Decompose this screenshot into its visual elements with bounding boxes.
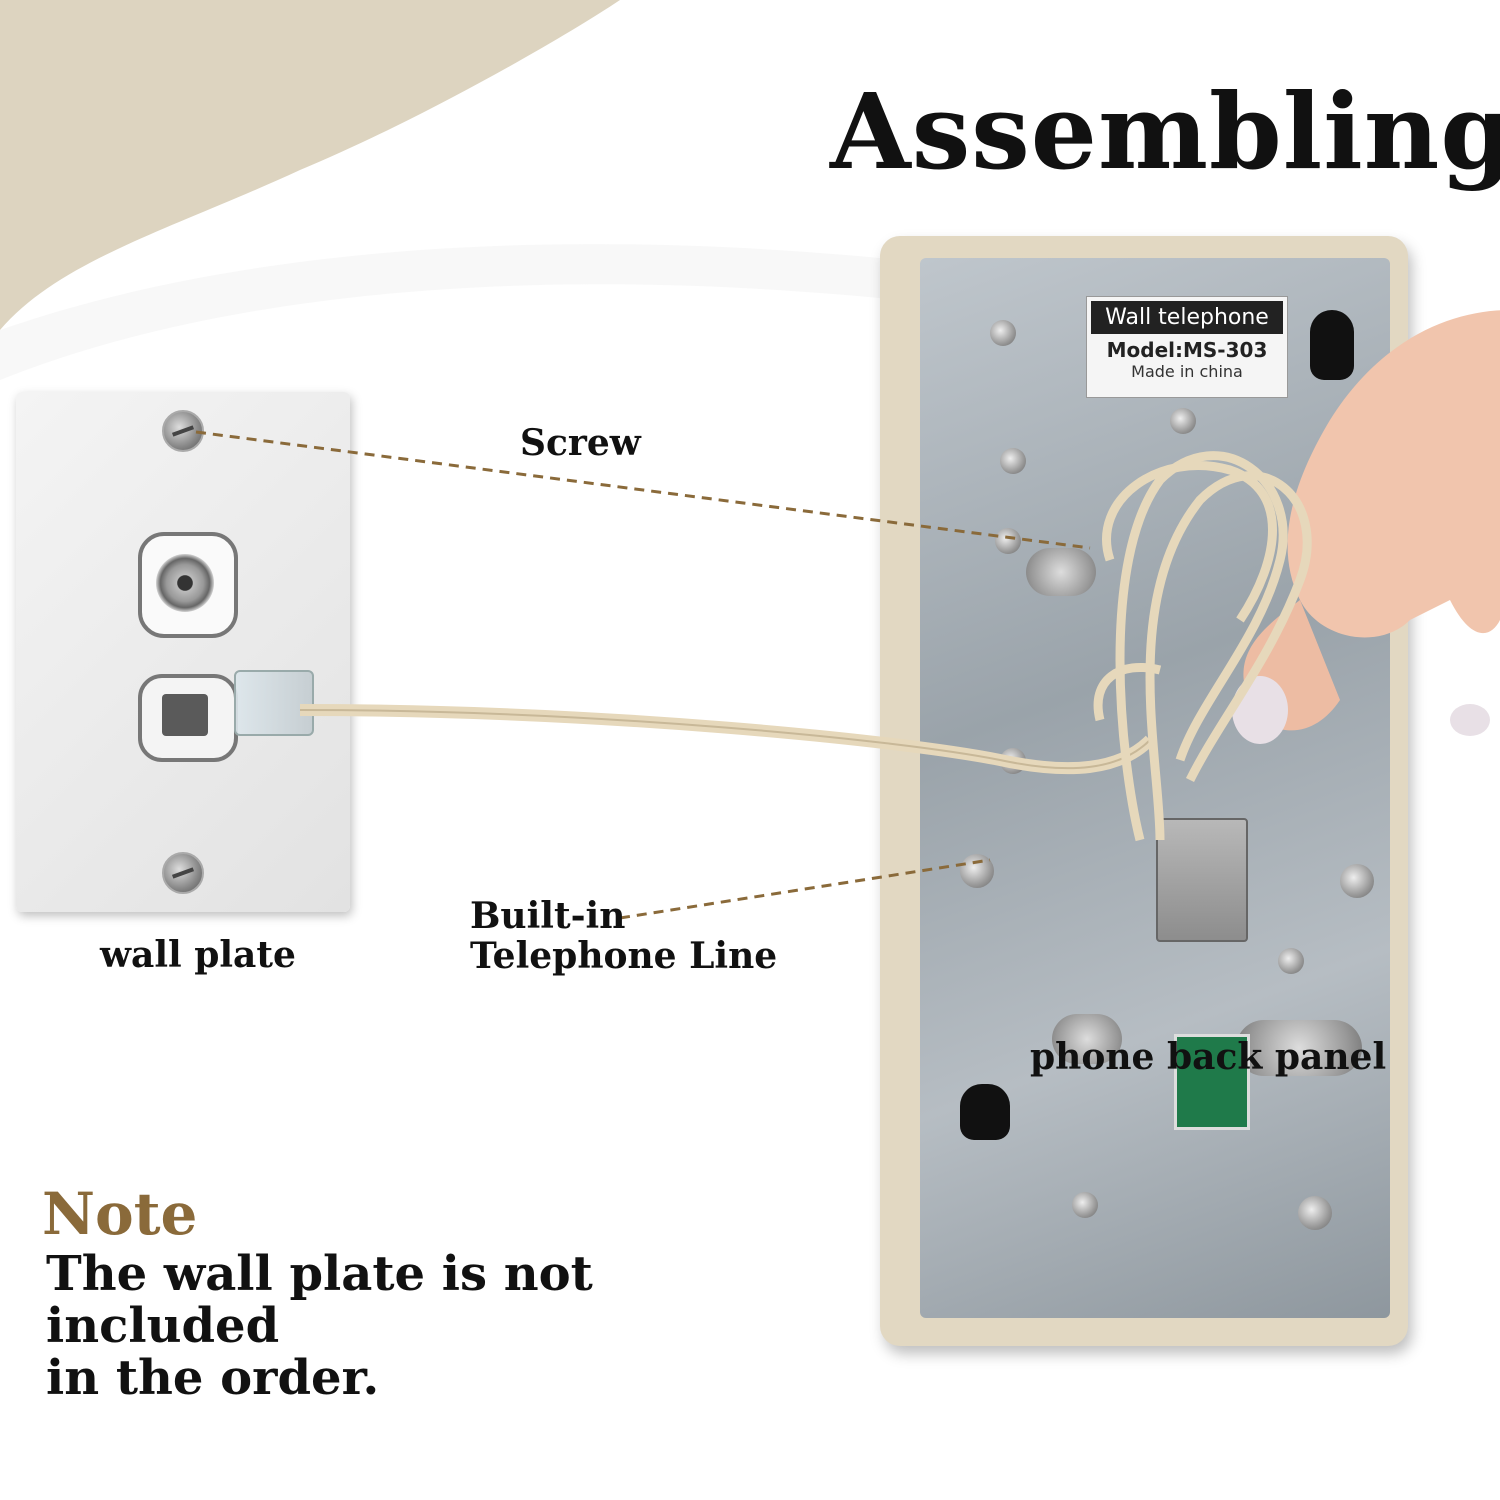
bolt-icon (990, 320, 1016, 346)
builtin-label-line-2: Telephone Line (470, 935, 778, 977)
bolt-icon (995, 528, 1021, 554)
builtin-label-line-1: Built-in (470, 895, 626, 937)
builtin-telephone-line-label: Built-in Telephone Line (470, 896, 777, 976)
sticker-model: Model:MS-303 (1106, 338, 1268, 362)
builtin-line-leader-line (619, 858, 991, 920)
panel-phone-jack (1156, 818, 1248, 942)
panel-screw-icon (960, 854, 994, 888)
top-keyhole (1310, 310, 1354, 380)
circuit-board (1174, 1034, 1250, 1130)
note-line-1: The wall plate is not included (46, 1246, 593, 1354)
bolt-icon (1000, 448, 1026, 474)
note-body: The wall plate is not included in the or… (46, 1248, 826, 1404)
mount-hole (1026, 548, 1096, 596)
sticker-origin: Made in china (1131, 362, 1243, 381)
rj11-plug (234, 670, 314, 736)
mount-hole (1236, 1020, 1362, 1076)
screw-label: Screw (520, 422, 641, 464)
model-sticker: Wall telephone Model:MS-303 Made in chin… (1086, 296, 1288, 398)
note-heading: Note (42, 1180, 198, 1248)
sticker-title: Wall telephone (1091, 301, 1283, 334)
phone-back-panel-label: phone back panel (1030, 1036, 1387, 1078)
screw-leader-line (195, 430, 1091, 550)
bottom-screw-icon (162, 852, 204, 894)
hand-holding-cable (1232, 310, 1500, 744)
wall-plate-label: wall plate (100, 934, 296, 976)
bolt-icon (1072, 1192, 1098, 1218)
mount-hole (1052, 1014, 1122, 1064)
bolt-icon (1298, 1196, 1332, 1230)
bolt-icon (1170, 408, 1196, 434)
phone-back-panel-image: Wall telephone Model:MS-303 Made in chin… (880, 236, 1408, 1346)
bolt-icon (1278, 948, 1304, 974)
note-line-2: in the order. (46, 1350, 380, 1406)
bottom-keyhole (960, 1084, 1010, 1140)
panel-screw-icon (1340, 864, 1374, 898)
wall-plate-image (16, 392, 350, 912)
page-title: Assembling (830, 70, 1500, 193)
coax-port (138, 532, 238, 638)
